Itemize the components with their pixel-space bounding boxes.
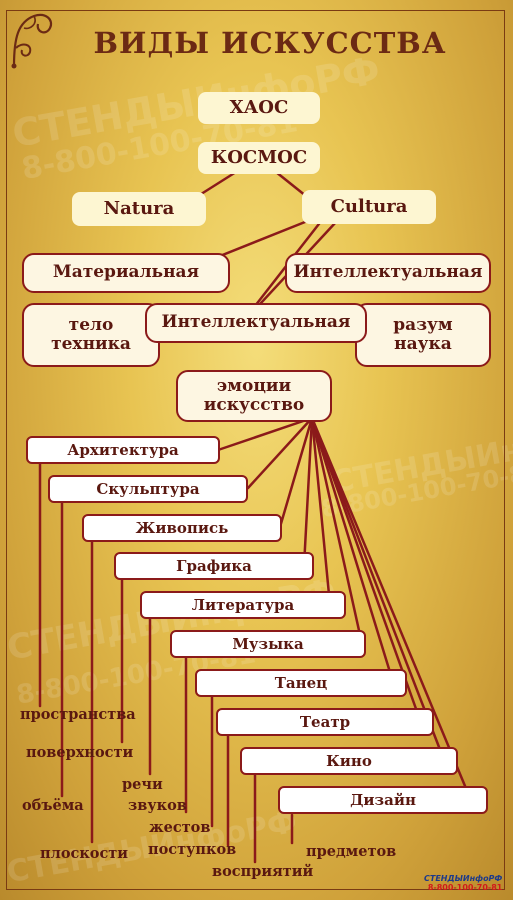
- medium-label: восприятий: [212, 863, 314, 880]
- medium-label: поступков: [148, 841, 237, 858]
- medium-label: поверхности: [26, 744, 134, 761]
- art-form-box: Живопись: [82, 514, 282, 542]
- cosmos-label: КОСМОС: [210, 146, 308, 168]
- art-form-label: Дизайн: [350, 790, 416, 809]
- art-form-label: Архитектура: [67, 440, 179, 459]
- medium-label: предметов: [306, 843, 397, 860]
- intellectual-culture-box: Интеллектуальная: [285, 253, 491, 293]
- art-form-label: Музыка: [232, 634, 304, 653]
- medium-label: звуков: [128, 797, 187, 814]
- art-form-label: Театр: [299, 712, 351, 731]
- natura-box: Natura: [72, 192, 206, 226]
- mind-science-label: разум наука: [393, 314, 453, 354]
- art-form-box: Графика: [114, 552, 314, 580]
- art-form-box: Дизайн: [278, 786, 488, 814]
- logo-name: СТЕНДЫИнфоРФ: [424, 874, 503, 883]
- cultura-box: Cultura: [302, 190, 436, 224]
- art-form-box: Театр: [216, 708, 434, 736]
- intellectual-center-label: Интеллектуальная: [161, 312, 351, 333]
- art-form-box: Архитектура: [26, 436, 220, 464]
- intellectual-center-box: Интеллектуальная: [145, 303, 367, 343]
- art-form-box: Кино: [240, 747, 458, 775]
- page-title: ВИДЫ ИСКУССТВА: [93, 26, 447, 60]
- natura-label: Natura: [103, 197, 175, 219]
- intellectual-culture-label: Интеллектуальная: [293, 262, 483, 283]
- medium-label: плоскости: [40, 845, 129, 862]
- chaos-box: ХАОС: [198, 92, 320, 124]
- material-culture-box: Материальная: [22, 253, 230, 293]
- art-form-label: Танец: [274, 673, 328, 692]
- body-technique-box: тело техника: [22, 303, 160, 367]
- art-form-label: Живопись: [135, 518, 229, 537]
- art-form-label: Литература: [191, 595, 295, 614]
- mind-science-box: разум наука: [355, 303, 491, 367]
- art-form-box: Литература: [140, 591, 346, 619]
- corner-flourish-icon: [11, 13, 53, 69]
- art-form-label: Графика: [176, 556, 252, 575]
- emotions-art-label: эмоции искусство: [203, 375, 305, 415]
- art-form-box: Танец: [195, 669, 407, 697]
- emotions-art-box: эмоции искусство: [176, 370, 332, 422]
- medium-label: объёма: [22, 797, 84, 814]
- art-form-box: Музыка: [170, 630, 366, 658]
- cosmos-box: КОСМОС: [198, 142, 320, 174]
- body-technique-label: тело техника: [51, 314, 131, 354]
- medium-label: жестов: [149, 819, 211, 836]
- medium-label: речи: [122, 776, 163, 793]
- art-form-label: Кино: [326, 751, 372, 770]
- material-culture-label: Материальная: [52, 262, 200, 283]
- chaos-label: ХАОС: [229, 96, 289, 118]
- logo-phone: 8-800-100-70-81: [427, 883, 503, 892]
- cultura-label: Cultura: [330, 195, 408, 217]
- publisher-logo: СТЕНДЫИнфоРФ 8-800-100-70-81: [424, 874, 502, 892]
- art-form-label: Скульптура: [96, 479, 200, 498]
- medium-label: пространства: [20, 706, 136, 723]
- art-form-box: Скульптура: [48, 475, 248, 503]
